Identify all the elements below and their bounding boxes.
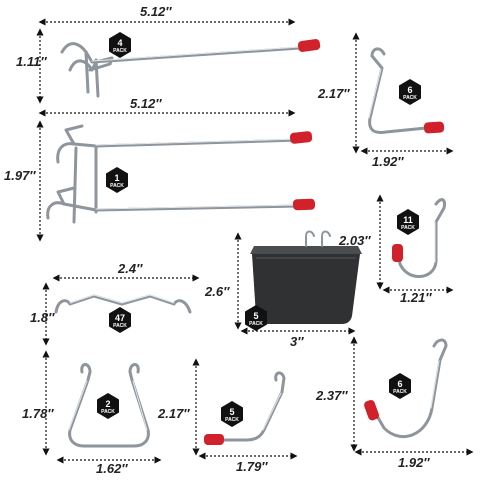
wire-clip: 2.4″ 1.8″ 47 PACK	[30, 261, 200, 346]
hook-wire	[368, 47, 428, 134]
hook-wire	[374, 338, 448, 439]
height-label: 2.6″	[204, 284, 230, 299]
pack-qty: 6	[397, 379, 402, 389]
hook-wire	[218, 371, 286, 442]
width-label: 5.12″	[140, 4, 172, 19]
pack-badge: 11 PACK	[397, 209, 419, 235]
height-label: 1.78″	[22, 406, 54, 421]
width-label: 1.62″	[96, 461, 128, 476]
hook-wire	[60, 42, 302, 98]
pack-label: PACK	[401, 225, 415, 231]
red-cap	[392, 244, 403, 262]
height-label: 2.03″	[338, 233, 371, 248]
pack-label: PACK	[403, 95, 417, 101]
pack-badge: 5 PACK	[221, 401, 243, 427]
pack-qty: 5	[253, 311, 258, 321]
curved-hook: 2.37″ 1.92″ 6 PACK	[315, 336, 474, 470]
red-cap	[297, 39, 321, 52]
height-label: 2.37″	[315, 388, 348, 403]
hook-wire	[46, 124, 302, 224]
red-cap	[204, 434, 224, 445]
bench-hook: 1.78″ 1.62″ 2 PACK	[22, 350, 162, 476]
pack-qty: 2	[105, 399, 110, 409]
hook-wire	[68, 363, 150, 448]
pack-label: PACK	[113, 48, 127, 54]
long-double-hook: 5.12″ 1.11″ 4 PACK	[16, 4, 321, 104]
hook-wire	[396, 198, 446, 278]
red-cap	[292, 198, 316, 211]
z-hook: 2.17″ 1.79″ 5 PACK	[157, 358, 298, 474]
pack-badge: 1 PACK	[106, 167, 128, 193]
pack-label: PACK	[113, 323, 127, 329]
red-cap	[289, 131, 313, 144]
width-label: 3″	[290, 334, 304, 349]
width-label: 1.92″	[398, 455, 430, 470]
height-label: 1.97″	[4, 168, 36, 183]
clip-wire	[54, 294, 192, 314]
pack-badge: 4 PACK	[109, 32, 131, 58]
height-label: 1.8″	[30, 310, 55, 325]
pack-badge: 2 PACK	[97, 393, 119, 419]
double-hook: 5.12″ 1.97″ 1 PACK	[4, 96, 316, 242]
l-hook: 2.17″ 1.92″ 6 PACK	[317, 32, 454, 169]
pack-badge: 47 PACK	[109, 307, 131, 333]
storage-bin: 2.6″ 3″ 5 PACK	[204, 230, 362, 349]
pack-badge: 6 PACK	[399, 79, 421, 105]
pack-badge: 5 PACK	[245, 305, 267, 331]
height-label: 2.17″	[317, 86, 350, 101]
pack-badge: 6 PACK	[389, 373, 411, 399]
bin-body	[250, 230, 362, 324]
pack-qty: 11	[403, 215, 413, 225]
pack-qty: 6	[407, 85, 412, 95]
pack-label: PACK	[249, 321, 263, 327]
j-hook: 2.03″ 1.21″ 11 PACK	[338, 194, 454, 305]
width-label: 1.92″	[372, 154, 404, 169]
red-cap	[423, 121, 445, 134]
red-cap	[364, 400, 379, 421]
width-label: 1.79″	[236, 459, 268, 474]
width-label: 2.4″	[117, 261, 143, 276]
pack-label: PACK	[110, 183, 124, 189]
height-label: 2.17″	[157, 406, 190, 421]
width-label: 1.21″	[400, 290, 432, 305]
pack-label: PACK	[101, 409, 115, 415]
pack-qty: 1	[114, 173, 119, 183]
height-label: 1.11″	[16, 54, 47, 69]
width-label: 5.12″	[130, 96, 162, 111]
pack-qty: 5	[229, 407, 234, 417]
pack-label: PACK	[225, 417, 239, 423]
pack-label: PACK	[393, 389, 407, 395]
pack-qty: 47	[115, 313, 125, 323]
pack-qty: 4	[117, 38, 122, 48]
